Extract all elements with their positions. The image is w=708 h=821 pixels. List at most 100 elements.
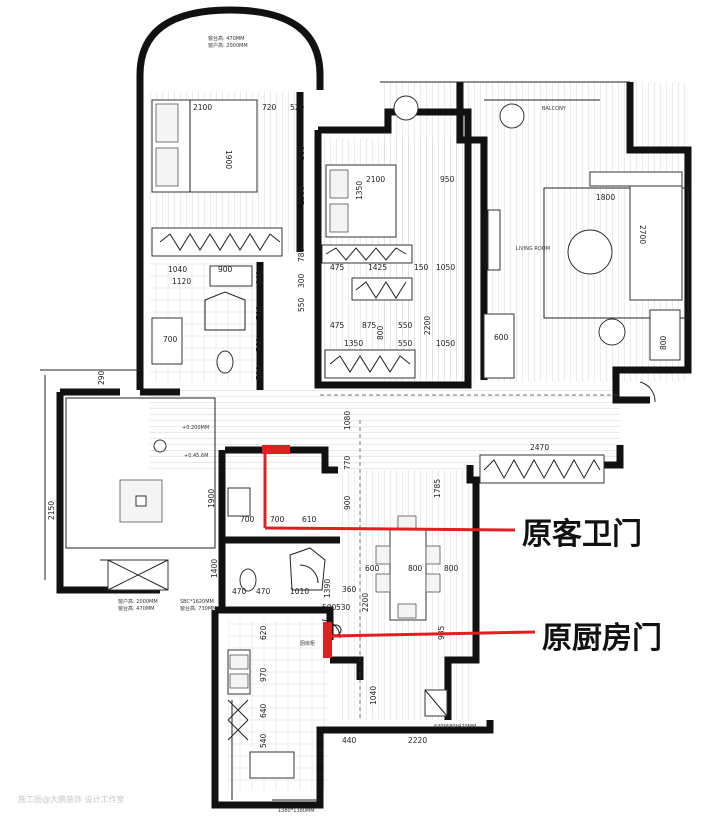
guest-bath	[227, 487, 326, 592]
dimension: 550	[398, 339, 413, 348]
dimension: 470	[232, 587, 247, 596]
dimension: 520	[290, 103, 305, 112]
level-label-2: +0.45.6M	[184, 453, 208, 459]
dimension: 540	[259, 733, 268, 748]
dimension: 475	[330, 321, 345, 330]
dimension: 440	[342, 736, 357, 745]
guest-bath-door-annotation: 原客卫门	[522, 517, 642, 552]
kitchen-door-marker	[323, 622, 332, 658]
balcony-window-label-4: 窗台高: 730MM	[180, 605, 216, 612]
tv-cabinet	[483, 209, 515, 379]
armchairs	[393, 95, 681, 361]
dimension: 550	[297, 297, 306, 312]
dimension: 800	[376, 325, 385, 340]
balcony-window-label-2: 窗台高: 470MM	[118, 605, 154, 612]
balcony-window-label-1: 窗户高: 2000MM	[118, 598, 158, 605]
living-room-label: LIVING ROOM	[516, 246, 550, 252]
details	[40, 81, 689, 801]
dimension: 290	[97, 370, 106, 385]
dimension: 700	[163, 335, 178, 344]
dimension: 640	[255, 270, 264, 285]
dimension: 800	[659, 335, 668, 350]
dimension: 610	[302, 515, 317, 524]
dimension: 1900	[207, 489, 216, 508]
dimension: 700	[270, 515, 285, 524]
dimension: 2220	[408, 736, 427, 745]
dimension: 475	[330, 263, 345, 272]
dimension: 950	[440, 175, 455, 184]
dimension: 1350	[355, 181, 364, 200]
dimension: 1050	[436, 339, 455, 348]
dimension: 620	[259, 625, 268, 640]
kitchen-door-leader	[331, 630, 536, 638]
dimension: 1350	[344, 339, 363, 348]
dimension: 780	[297, 247, 306, 262]
dimension: 770	[343, 455, 352, 470]
small-labels: 窗台高: 470MM 窗户高: 2000MM +0.200MM +0.45.6M…	[118, 35, 567, 647]
dimension: 1900	[224, 150, 233, 169]
balcony-label: BALCONY	[542, 106, 567, 112]
second-bed	[325, 164, 397, 238]
arch-window-label: 窗台高: 470MM	[208, 35, 244, 42]
dimension: 2200	[423, 316, 432, 335]
dimension: 875	[362, 321, 377, 330]
dimension: 1040	[369, 686, 378, 705]
dimension: 360	[342, 585, 357, 594]
dimension: 2100	[366, 175, 385, 184]
dimension: 550	[398, 321, 413, 330]
dimension: 2470	[530, 443, 549, 452]
guest-bath-door-leader-h	[264, 526, 516, 532]
dimension: 560	[255, 337, 264, 352]
wardrobes	[107, 227, 605, 591]
dimension: 1040	[168, 265, 187, 274]
arch-window-label-2: 窗户高: 2000MM	[208, 42, 248, 49]
balcony-window-label-3: SBC*1620MM	[180, 599, 214, 605]
dimension: 2700	[638, 225, 647, 244]
dimension: 1010	[290, 587, 309, 596]
dimension: 900	[218, 265, 233, 274]
sofa	[589, 171, 683, 301]
dimension: 1120	[172, 277, 191, 286]
kitchen	[227, 649, 295, 800]
watermark: 施工图@大鹏装饰 设计工作室	[18, 794, 125, 804]
dimension: 300	[297, 273, 306, 288]
dimension: 1080	[343, 411, 352, 430]
dimension: 800	[408, 564, 423, 573]
dimension: 530	[336, 603, 351, 612]
dimension: 1425	[368, 263, 387, 272]
dimension: 1050	[436, 263, 455, 272]
dimension: 970	[259, 667, 268, 682]
dimension: 700	[255, 305, 264, 320]
dimension-labels: 2100 720 520 1900 1040 1120 900 640 700 …	[47, 103, 668, 814]
guest-bath-door-marker	[262, 445, 290, 454]
dimension: 1785	[433, 479, 442, 498]
dimension: 2150	[47, 501, 56, 520]
dimension: 720	[262, 103, 277, 112]
dimension: 2100	[193, 103, 212, 112]
balcony	[119, 439, 448, 717]
dimension: 500	[297, 145, 306, 160]
coffee-table	[567, 229, 613, 275]
dimension: 700	[240, 515, 255, 524]
dimension: 1500	[297, 186, 306, 205]
dimension: 1400	[210, 559, 219, 578]
dimension: 640*680*920MM	[434, 724, 476, 730]
dimension: 900	[343, 495, 352, 510]
dimension: 580	[255, 365, 264, 380]
dimension: 1390	[323, 579, 332, 598]
level-label-1: +0.200MM	[182, 425, 209, 431]
dimension: 800	[444, 564, 459, 573]
dimension: 2200	[361, 593, 370, 612]
annotations: 原客卫门 原厨房门	[522, 517, 662, 656]
dimension: 470	[256, 587, 271, 596]
dimension: 640	[259, 703, 268, 718]
dimension: 600	[494, 333, 509, 342]
kitchen-cabinet-label: 厨房柜	[300, 640, 315, 647]
dimension: 600	[365, 564, 380, 573]
dimension: 500	[322, 603, 337, 612]
master-bed	[151, 99, 258, 193]
dimension: 1380*1380MM	[278, 808, 315, 814]
dimension: 150	[414, 263, 429, 272]
dimension: 1800	[596, 193, 615, 202]
